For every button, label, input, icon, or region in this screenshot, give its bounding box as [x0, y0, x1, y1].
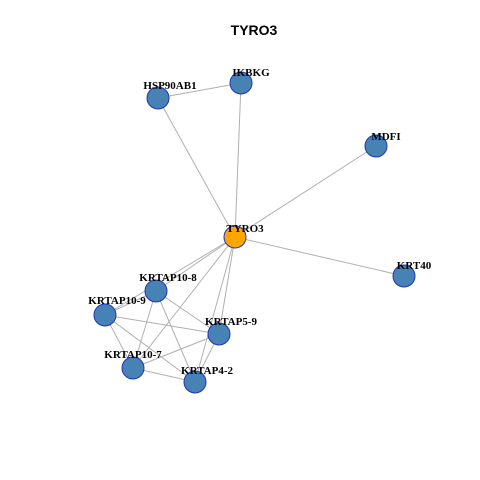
- node-krtap4-2[interactable]: [183, 370, 207, 394]
- node-hsp90ab1[interactable]: [146, 86, 170, 110]
- node-krtap10-7[interactable]: [121, 356, 145, 380]
- node-krtap10-9[interactable]: [93, 303, 117, 327]
- node-label-ikbkg: IKBKG: [232, 67, 270, 79]
- edge-mdfi-tyro3: [234, 145, 377, 238]
- node-label-krt40: KRT40: [397, 260, 432, 272]
- edge-krtap4-2-tyro3: [194, 236, 236, 383]
- node-label-mdfi: MDFI: [371, 131, 400, 143]
- edge-krtap5-9-tyro3: [218, 236, 236, 335]
- node-tyro3[interactable]: [223, 225, 247, 249]
- edge-krtap10-8-tyro3: [155, 236, 236, 292]
- node-label-krtap10-9: KRTAP10-9: [88, 295, 146, 307]
- node-krtap5-9[interactable]: [207, 322, 231, 346]
- edge-krt40-tyro3: [234, 236, 405, 277]
- node-label-krtap10-7: KRTAP10-7: [104, 349, 162, 361]
- node-label-hsp90ab1: HSP90AB1: [143, 80, 196, 92]
- edge-krtap10-9-krtap5-9: [104, 314, 220, 335]
- edge-krtap10-8-krtap10-7: [132, 290, 157, 369]
- edge-krtap10-8-krtap5-9: [155, 290, 220, 335]
- nodes-layer: [93, 71, 416, 394]
- node-krt40[interactable]: [392, 264, 416, 288]
- node-label-krtap10-8: KRTAP10-8: [139, 272, 197, 284]
- node-label-krtap5-9: KRTAP5-9: [205, 316, 257, 328]
- edge-krtap10-8-krtap4-2: [155, 290, 196, 383]
- edge-hsp90ab1-tyro3: [157, 97, 236, 238]
- edge-krtap10-9-tyro3: [104, 236, 236, 316]
- edge-hsp90ab1-ikbkg: [157, 82, 242, 99]
- edge-krtap10-9-krtap4-2: [104, 314, 196, 383]
- labels-layer: TYRO3 HSP90AB1 IKBKG MDFI KRT40KRTAP10-8KRTA…: [88, 67, 431, 377]
- edge-krtap5-9-krtap10-7: [132, 333, 220, 369]
- node-ikbkg[interactable]: [229, 71, 253, 95]
- node-krtap10-8[interactable]: [144, 279, 168, 303]
- diagram-title: TYRO3: [231, 22, 278, 38]
- edge-krtap10-7-tyro3: [132, 236, 236, 369]
- node-mdfi[interactable]: [364, 134, 388, 158]
- edge-ikbkg-tyro3: [234, 82, 242, 238]
- node-label-krtap4-2: KRTAP4-2: [181, 365, 233, 377]
- node-label-tyro3: TYRO3: [226, 223, 264, 235]
